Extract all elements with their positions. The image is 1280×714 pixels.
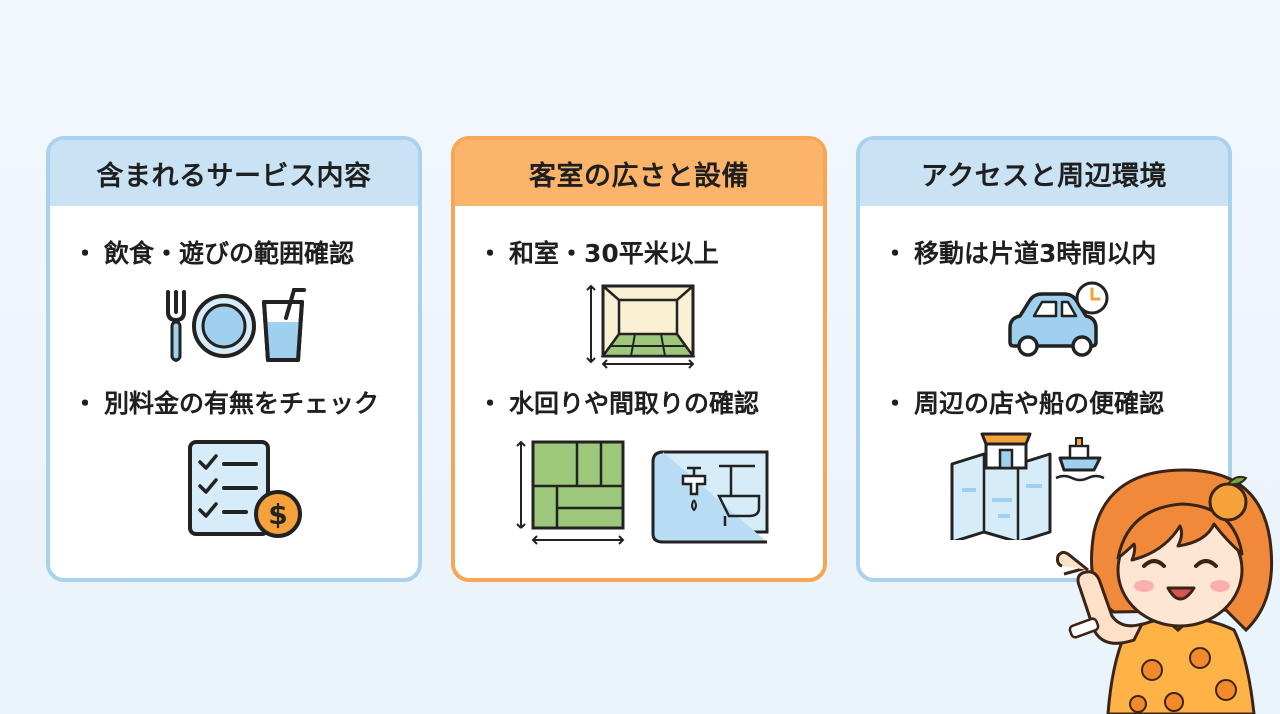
card-room-item-1: ・和室・30平米以上 <box>477 239 719 268</box>
map-shop-ship-icon <box>948 430 1118 540</box>
card-access-item-2: ・周辺の店や船の便確認 <box>882 389 1165 418</box>
svg-text:$: $ <box>268 498 287 531</box>
orange-haired-girl-pointing-icon <box>1040 462 1276 714</box>
card-room-title: 客室の広さと設備 <box>455 140 823 206</box>
card-room-item-2: ・水回りや間取りの確認 <box>477 389 760 418</box>
checklist-money-icon: $ <box>186 438 306 542</box>
card-services-item-2: ・別料金の有無をチェック <box>72 389 380 418</box>
tatami-room-icon <box>585 280 705 370</box>
card-access-title: アクセスと周辺環境 <box>860 140 1228 206</box>
card-room: 客室の広さと設備 ・和室・30平米以上 ・水回りや間取りの確認 <box>451 136 827 582</box>
car-clock-icon <box>1000 280 1110 362</box>
card-services: 含まれるサービス内容 ・飲食・遊びの範囲確認 ・別料金の有無をチェック $ <box>46 136 422 582</box>
card-access-item-1: ・移動は片道3時間以内 <box>882 239 1157 268</box>
bullet: ・ <box>72 239 98 268</box>
card-services-title: 含まれるサービス内容 <box>50 140 418 206</box>
fork-plate-drink-icon <box>160 288 310 364</box>
floorplan-water-icon <box>513 436 773 552</box>
card-services-item-1: ・飲食・遊びの範囲確認 <box>50 234 418 270</box>
